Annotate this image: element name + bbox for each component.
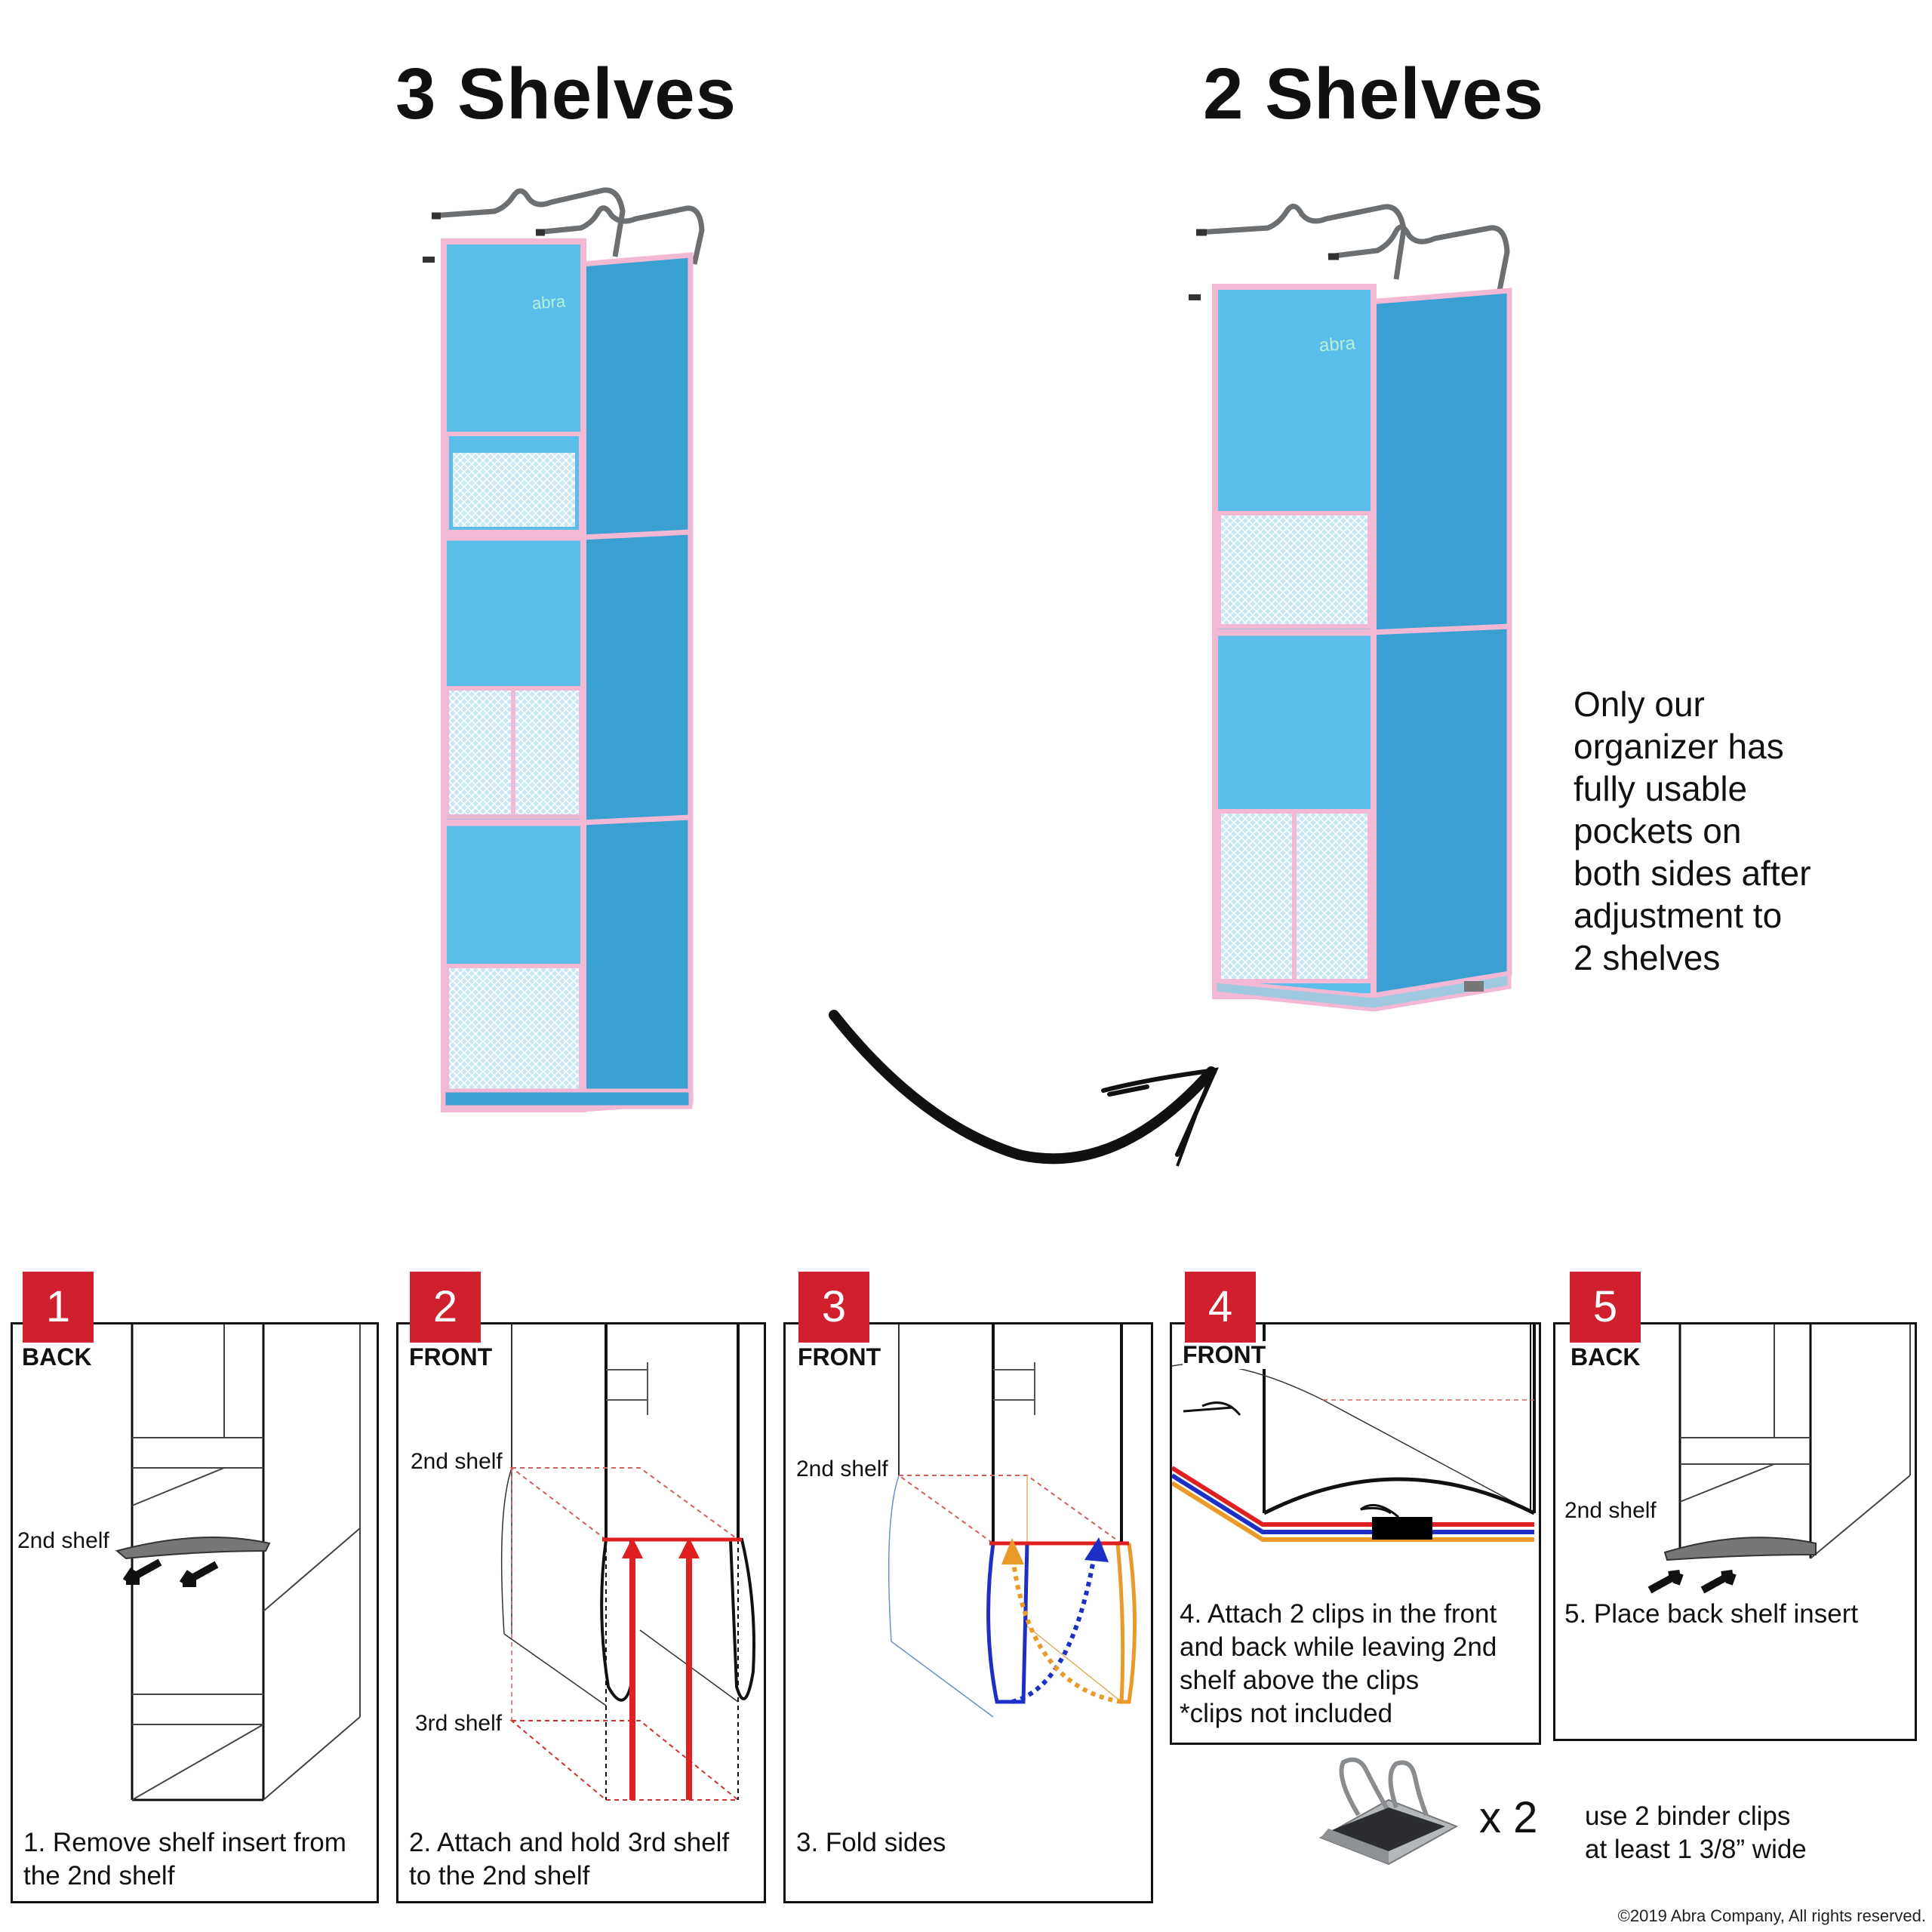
caption-line: to the 2nd shelf <box>409 1861 590 1890</box>
view-label: FRONT <box>798 1343 881 1371</box>
heading-3-shelves: 3 Shelves <box>395 54 737 134</box>
shelf-label-2nd: 2nd shelf <box>411 1449 503 1475</box>
step-2-panel: FRONT 2nd shelf 3rd shelf 2. Attach and … <box>396 1322 766 1903</box>
caption-line: 4. Attach 2 clips in the front <box>1180 1599 1497 1629</box>
step-5-caption: 5. Place back shelf insert <box>1564 1598 1858 1631</box>
binder-clip-icon <box>1318 1757 1459 1866</box>
step-2-badge: 2 <box>410 1272 481 1343</box>
note-line: pockets on <box>1574 811 1742 851</box>
clip-note-line: at least 1 3/8” wide <box>1585 1835 1807 1864</box>
view-label: BACK <box>22 1343 92 1371</box>
copyright-notice: ©2019 Abra Company, All rights reserved. <box>1617 1906 1926 1925</box>
caption-line: and back while leaving 2nd <box>1180 1632 1497 1662</box>
step-5-badge: 5 <box>1570 1272 1641 1343</box>
view-label: BACK <box>1571 1343 1641 1371</box>
organizer-2-shelves-image <box>1189 204 1512 1011</box>
shelf-label-2nd: 2nd shelf <box>796 1457 888 1482</box>
step-4-diagram <box>1172 1324 1536 1542</box>
heading-2-shelves: 2 Shelves <box>1203 54 1544 134</box>
step-4-panel: FRONT 4. Attach 2 clips in the front and… <box>1170 1322 1541 1745</box>
note-line: organizer has <box>1574 727 1784 766</box>
note-line: fully usable <box>1574 769 1748 808</box>
organizer-3-shelves-image <box>423 187 705 1112</box>
step-5-panel: BACK 2nd shelf 5. Place back shelf inser… <box>1553 1322 1917 1741</box>
caption-line: *clips not included <box>1180 1699 1393 1728</box>
view-label: FRONT <box>1183 1341 1266 1369</box>
caption-line: 2. Attach and hold 3rd shelf <box>409 1828 730 1857</box>
shelf-label-2nd: 2nd shelf <box>1564 1498 1657 1524</box>
step-1-badge: 1 <box>23 1272 94 1343</box>
caption-line: shelf above the clips <box>1180 1666 1420 1695</box>
note-line: Only our <box>1574 685 1705 724</box>
step-2-diagram <box>500 1324 755 1801</box>
step-3-diagram <box>888 1324 1137 1718</box>
brand-logo-right: abra <box>1318 333 1356 356</box>
step-4-badge: 4 <box>1185 1272 1256 1343</box>
note-line: 2 shelves <box>1574 938 1721 977</box>
step-1-panel: BACK 2nd shelf 1. Remove shelf insert fr… <box>11 1322 379 1903</box>
caption-line: the 2nd shelf <box>23 1861 175 1890</box>
step-4-caption: 4. Attach 2 clips in the front and back … <box>1180 1598 1497 1730</box>
clip-requirement-note: use 2 binder clips at least 1 3/8” wide <box>1585 1800 1807 1866</box>
step-3-panel: FRONT 2nd shelf 3. Fold sides <box>783 1322 1153 1903</box>
step-1-diagram <box>115 1324 361 1801</box>
adjustment-note: Only our organizer has fully usable pock… <box>1574 683 1860 979</box>
step-3-caption: 3. Fold sides <box>796 1826 946 1860</box>
view-label: FRONT <box>409 1343 493 1371</box>
shelf-label-3rd: 3rd shelf <box>415 1711 503 1737</box>
caption-line: 3. Fold sides <box>796 1828 946 1857</box>
note-line: both sides after <box>1574 854 1811 893</box>
clip-multiplier: x 2 <box>1479 1793 1538 1842</box>
step-5-diagram <box>1647 1324 1911 1594</box>
shelf-label-2nd: 2nd shelf <box>17 1528 109 1554</box>
clip-note-line: use 2 binder clips <box>1585 1801 1791 1831</box>
brand-logo-left: abra <box>531 291 566 313</box>
step-3-badge: 3 <box>798 1272 869 1343</box>
caption-line: 1. Remove shelf insert from <box>23 1828 346 1857</box>
step-2-caption: 2. Attach and hold 3rd shelf to the 2nd … <box>409 1826 729 1893</box>
note-line: adjustment to <box>1574 896 1783 935</box>
step-1-caption: 1. Remove shelf insert from the 2nd shel… <box>23 1826 346 1893</box>
caption-line: 5. Place back shelf insert <box>1564 1599 1859 1629</box>
transform-arrow-icon <box>829 1010 1219 1167</box>
